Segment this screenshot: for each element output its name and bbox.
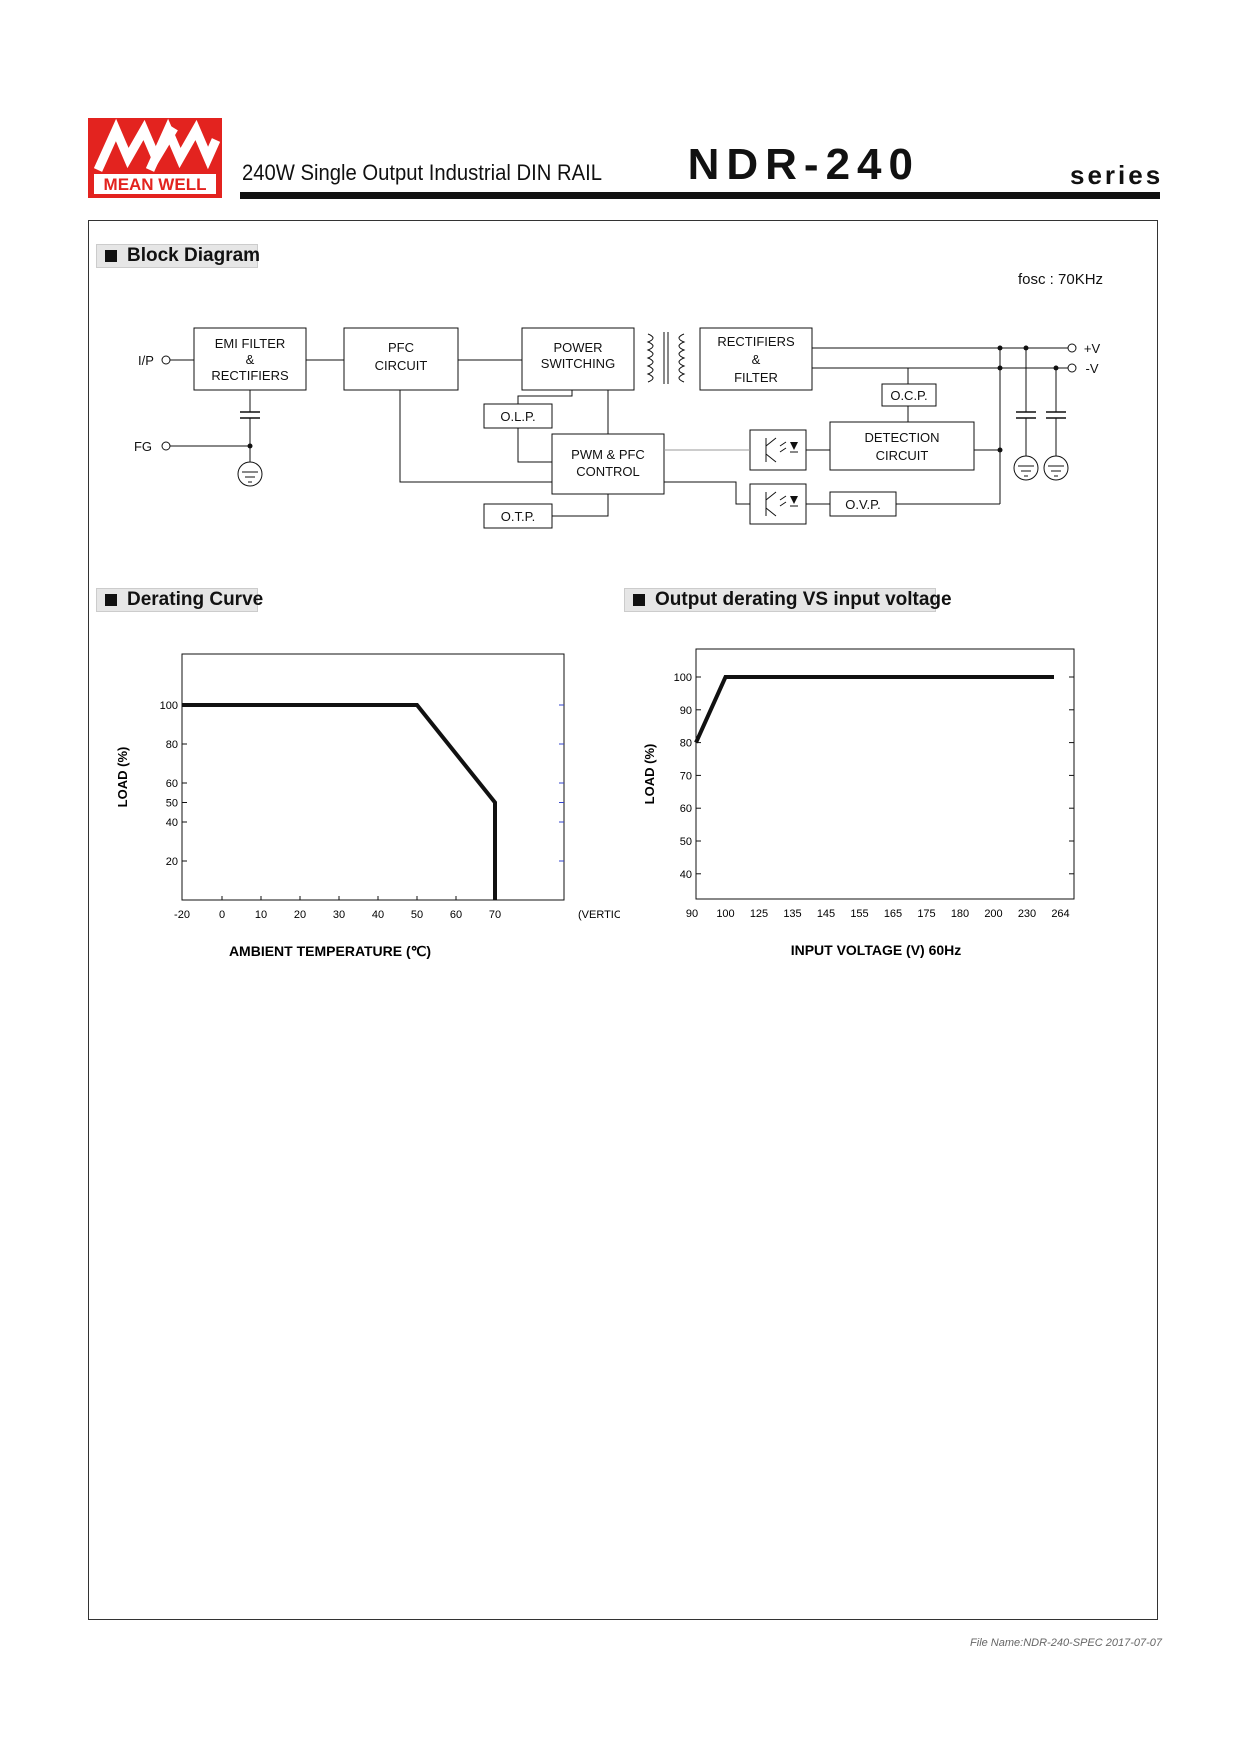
block-pfc-line2: CIRCUIT bbox=[375, 358, 428, 373]
optocoupler-icon bbox=[749, 483, 807, 525]
block-ovp: O.V.P. bbox=[845, 497, 880, 512]
block-pwm-line1: PWM & PFC bbox=[571, 447, 645, 462]
x-tick-label: 125 bbox=[750, 908, 768, 920]
y-tick-label: 60 bbox=[166, 778, 178, 790]
y-tick-label: 70 bbox=[680, 770, 692, 782]
x-tick-label: 155 bbox=[850, 908, 868, 920]
x-tick-label: 30 bbox=[333, 909, 345, 921]
block-otp: O.T.P. bbox=[501, 509, 535, 524]
terminal-fg: FG bbox=[134, 439, 152, 454]
x-tick-label: 230 bbox=[1018, 908, 1036, 920]
block-emi-line1: EMI FILTER bbox=[215, 336, 286, 351]
block-det-line1: DETECTION bbox=[864, 430, 939, 445]
block-rect-line3: FILTER bbox=[734, 370, 778, 385]
transformer-icon bbox=[646, 332, 686, 384]
y-tick-label: 50 bbox=[166, 798, 178, 810]
x-tick-label: 90 bbox=[686, 908, 698, 920]
x-extra-label: (VERTICAL) bbox=[578, 909, 620, 921]
bullet-square-icon bbox=[105, 250, 117, 262]
content-frame bbox=[88, 220, 1158, 1620]
x-tick-label: 264 bbox=[1051, 908, 1069, 920]
block-emi-line2: & bbox=[246, 352, 255, 367]
section-heading-output-derating: Output derating VS input voltage bbox=[624, 588, 952, 612]
y-tick-label: 100 bbox=[160, 700, 178, 712]
x-tick-label: 70 bbox=[489, 909, 501, 921]
x-tick-label: 50 bbox=[411, 909, 423, 921]
logo-text: MEAN WELL bbox=[104, 175, 207, 194]
x-axis-label: INPUT VOLTAGE (V) 60Hz bbox=[791, 942, 962, 958]
y-axis-label: LOAD (%) bbox=[642, 744, 657, 805]
page-subtitle: 240W Single Output Industrial DIN RAIL bbox=[242, 160, 602, 185]
terminal-vplus: +V bbox=[1084, 341, 1101, 356]
y-tick-label: 80 bbox=[166, 739, 178, 751]
x-tick-label: 20 bbox=[294, 909, 306, 921]
x-tick-label: 145 bbox=[817, 908, 835, 920]
plot-frame bbox=[181, 653, 565, 901]
y-tick-label: 50 bbox=[680, 836, 692, 848]
series-line bbox=[694, 675, 1054, 744]
x-tick-label: 10 bbox=[255, 909, 267, 921]
x-tick-label: 175 bbox=[917, 908, 935, 920]
block-power-line2: SWITCHING bbox=[541, 356, 615, 371]
terminal-ip: I/P bbox=[138, 353, 154, 368]
optocoupler-icon bbox=[749, 429, 807, 471]
y-tick-label: 90 bbox=[680, 705, 692, 717]
x-tick-label: 165 bbox=[884, 908, 902, 920]
block-rect-line2: & bbox=[752, 352, 761, 367]
x-tick-label: 60 bbox=[450, 909, 462, 921]
ground-icon bbox=[1043, 455, 1069, 481]
y-tick-label: 40 bbox=[680, 869, 692, 881]
block-emi-line3: RECTIFIERS bbox=[211, 368, 289, 383]
y-tick-label: 20 bbox=[166, 856, 178, 868]
block-rect-line1: RECTIFIERS bbox=[717, 334, 795, 349]
footer-file-name: File Name:NDR-240-SPEC 2017-07-07 bbox=[970, 1637, 1162, 1649]
x-tick-label: 200 bbox=[984, 908, 1002, 920]
derating-curve-chart: 100 80 60 50 40 20 -20 0 10 20 30 40 50 60 70 (VERTIC… bbox=[115, 653, 620, 959]
x-tick-label: 0 bbox=[219, 909, 225, 921]
model-name: NDR-240 bbox=[687, 140, 920, 189]
section-heading-derating-curve: Derating Curve bbox=[96, 588, 263, 612]
x-tick-label: 180 bbox=[951, 908, 969, 920]
block-olp: O.L.P. bbox=[500, 409, 535, 424]
x-tick-label: 100 bbox=[716, 908, 734, 920]
bullet-square-icon bbox=[105, 594, 117, 606]
bullet-square-icon bbox=[633, 594, 645, 606]
y-axis-label: LOAD (%) bbox=[115, 747, 130, 808]
block-det-line2: CIRCUIT bbox=[876, 448, 929, 463]
block-pwm-line2: CONTROL bbox=[576, 464, 640, 479]
plot-frame bbox=[695, 648, 1075, 900]
block-diagram: I/P FG EMI FILTER & RECTIFIERS PFC CIRCU… bbox=[134, 327, 1101, 529]
block-pfc-line1: PFC bbox=[388, 340, 414, 355]
series-label: series bbox=[1070, 160, 1164, 190]
series-line bbox=[182, 703, 497, 900]
x-tick-label: -20 bbox=[174, 909, 190, 921]
section-heading-block-diagram: Block Diagram bbox=[96, 244, 260, 268]
y-tick-label: 80 bbox=[680, 738, 692, 750]
block-power-line1: POWER bbox=[553, 340, 602, 355]
x-axis-label: AMBIENT TEMPERATURE (℃) bbox=[229, 943, 431, 959]
ground-icon bbox=[1013, 455, 1039, 481]
mean-well-logo: MEAN WELL bbox=[88, 118, 222, 198]
y-tick-label: 100 bbox=[674, 672, 692, 684]
fosc-label: fosc : 70KHz bbox=[1018, 271, 1104, 288]
x-tick-label: 40 bbox=[372, 909, 384, 921]
y-tick-label: 60 bbox=[680, 803, 692, 815]
block-ocp: O.C.P. bbox=[890, 388, 927, 403]
terminal-vminus: -V bbox=[1086, 361, 1099, 376]
header-rule bbox=[240, 192, 1160, 199]
output-derating-chart: 100 90 80 70 60 50 40 90 100 125 135 145 155 165 175 1… bbox=[642, 648, 1075, 958]
ground-icon bbox=[237, 461, 263, 487]
y-tick-label: 40 bbox=[166, 817, 178, 829]
x-tick-label: 135 bbox=[783, 908, 801, 920]
